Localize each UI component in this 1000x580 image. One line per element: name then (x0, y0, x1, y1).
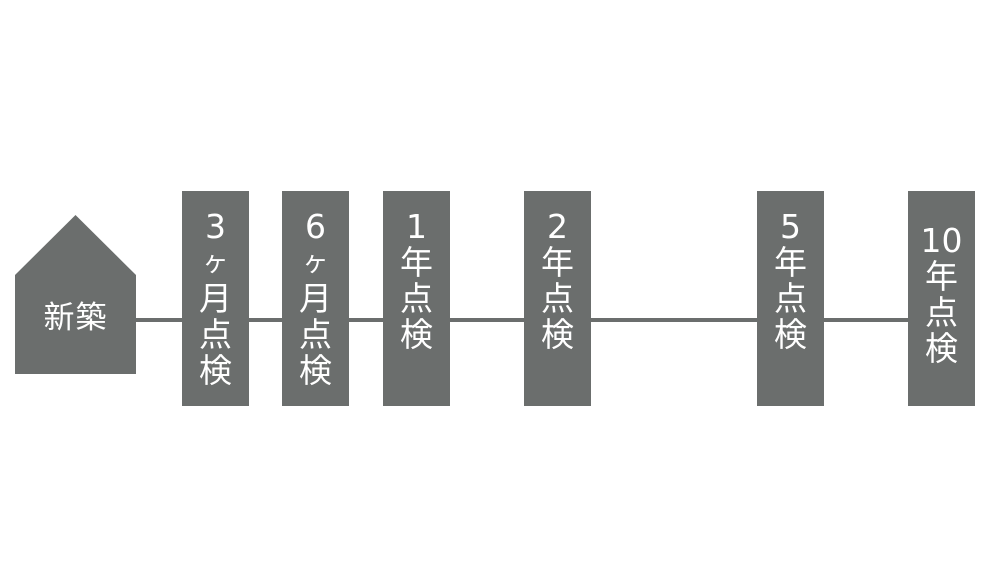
milestone-char: 検 (774, 315, 807, 354)
milestone-2-years: 2 年 点 検 (524, 191, 591, 406)
milestone-unit: 年 (400, 243, 433, 282)
milestone-number: 1 (406, 207, 427, 246)
milestone-number: 2 (547, 207, 568, 246)
milestone-char: 点 (774, 279, 807, 318)
milestone-1-year: 1 年 点 検 (383, 191, 450, 406)
new-build-house: 新築 (15, 215, 136, 374)
milestone-char: 月 (199, 278, 232, 318)
house-icon (15, 215, 136, 374)
milestone-char: 月 (299, 278, 332, 318)
milestone-char: 検 (400, 315, 433, 354)
milestone-number: 6 (305, 206, 326, 246)
new-build-label: 新築 (43, 300, 108, 336)
milestone-10-years: 10 年 点 検 (908, 191, 975, 406)
milestone-char: 検 (199, 350, 232, 390)
milestone-char: 点 (400, 279, 433, 318)
milestone-char: 点 (925, 293, 958, 332)
milestone-5-years: 5 年 点 検 (757, 191, 824, 406)
milestone-6-months: 6 ヶ 月 点 検 (282, 191, 349, 406)
milestone-char: 検 (299, 350, 332, 390)
milestone-char: 検 (541, 315, 574, 354)
milestone-char: 検 (925, 329, 958, 368)
milestone-unit: ヶ (302, 247, 329, 278)
milestone-number: 10 (920, 221, 963, 260)
milestone-char: 点 (199, 314, 232, 354)
milestone-char: 点 (299, 314, 332, 354)
milestone-char: 点 (541, 279, 574, 318)
milestone-3-months: 3 ヶ 月 点 検 (182, 191, 249, 406)
milestone-unit: ヶ (202, 247, 229, 278)
milestone-unit: 年 (774, 243, 807, 282)
milestone-number: 3 (205, 206, 226, 246)
milestone-unit: 年 (925, 257, 958, 296)
milestone-unit: 年 (541, 243, 574, 282)
milestone-number: 5 (780, 207, 801, 246)
